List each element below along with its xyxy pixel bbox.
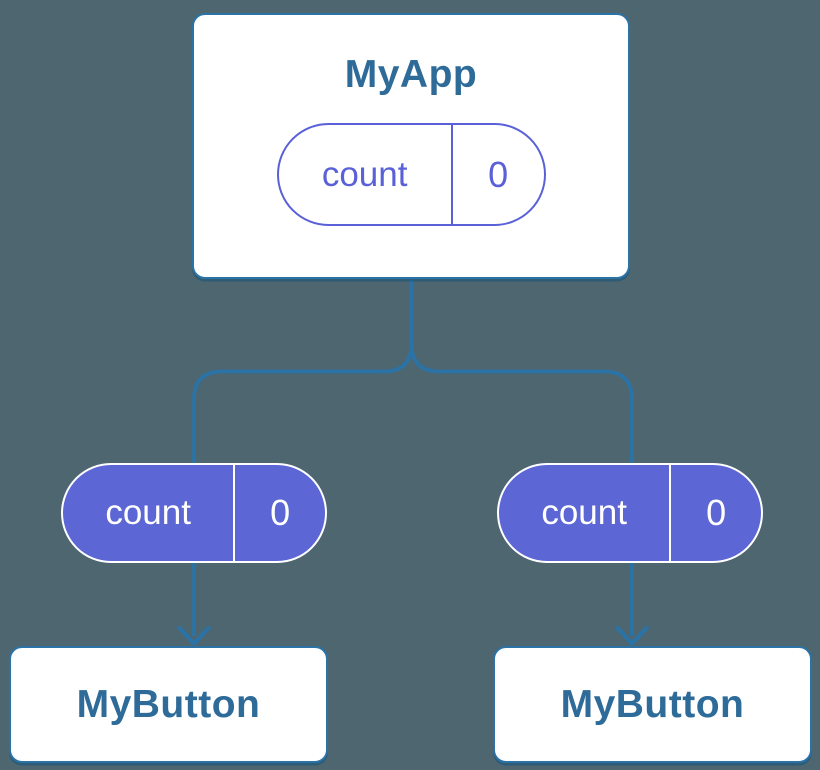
node-myapp-title: MyApp [344, 53, 478, 96]
state-name-label: count [279, 125, 453, 224]
state-pill-passed-left: count 0 [61, 463, 327, 563]
connector-right-branch [409, 272, 634, 636]
state-pill-passed-right: count 0 [497, 463, 763, 563]
node-mybutton-title: MyButton [560, 682, 745, 726]
state-name-label: count [63, 465, 236, 561]
state-value-label: 0 [706, 492, 727, 533]
node-mybutton-title: MyButton [76, 682, 261, 726]
arrow-down-right-icon [615, 625, 649, 646]
node-mybutton-left: MyButton [9, 646, 328, 763]
node-mybutton-right: MyButton [493, 646, 812, 763]
state-name-label: count [499, 465, 672, 561]
state-value-label: 0 [270, 492, 291, 533]
state-value-label: 0 [488, 153, 509, 195]
arrow-down-left-icon [177, 625, 211, 646]
node-myapp: MyApp count 0 [192, 13, 630, 279]
connector-left-branch [192, 272, 414, 636]
state-pill-myapp: count 0 [276, 123, 546, 226]
